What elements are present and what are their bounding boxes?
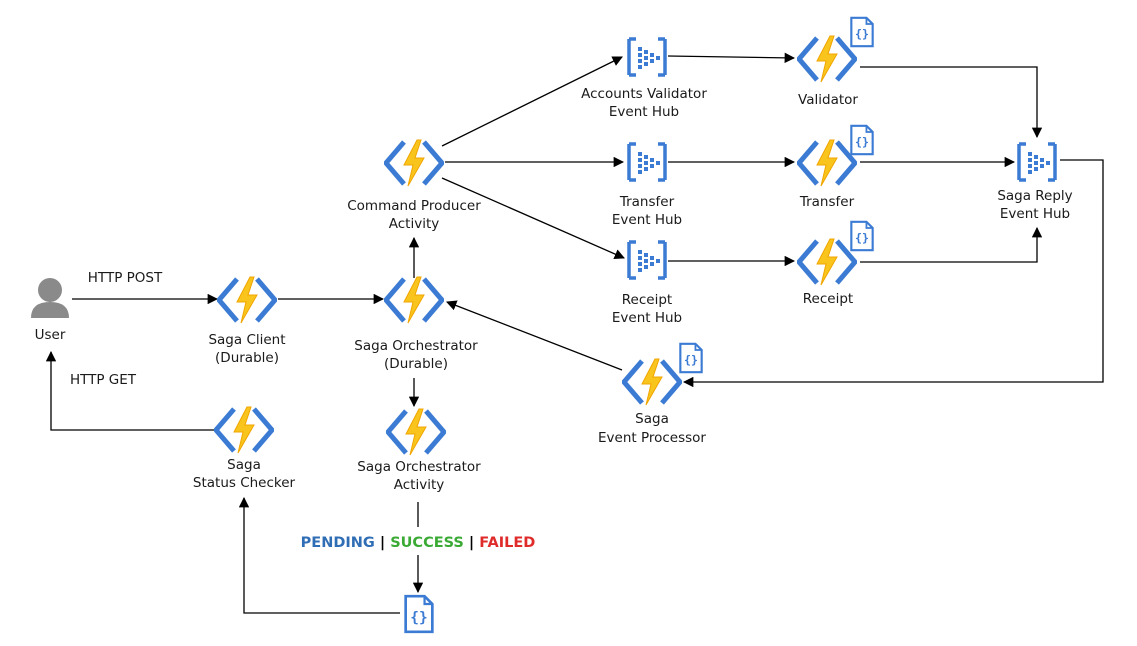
event-hub-icon xyxy=(627,240,667,280)
command-producer-label-line2: Activity xyxy=(389,216,440,232)
orchestrator-activity-label-line1: Saga Orchestrator xyxy=(357,459,481,475)
accounts-validator-hub-label-line1: Accounts Validator xyxy=(581,86,707,102)
azure-function-icon xyxy=(799,140,855,186)
http-post-label: HTTP POST xyxy=(88,270,163,286)
orchestrator-activity-label-line2: Activity xyxy=(394,477,445,493)
event-processor-node: Saga Event Processor xyxy=(598,342,706,446)
event-processor-label-line1: Saga xyxy=(635,411,669,427)
status-checker-label-line2: Status Checker xyxy=(193,475,296,491)
azure-function-icon xyxy=(386,140,442,186)
orchestrator-label-line2: (Durable) xyxy=(384,356,448,372)
edge-event-processor-to-orchestrator xyxy=(446,300,623,371)
edge-receipt-to-reply-hub xyxy=(860,226,1043,263)
saga-client-node: Saga Client (Durable) xyxy=(208,277,286,366)
validator-node: Validator xyxy=(798,16,874,108)
status-legend: PENDING | SUCCESS | FAILED xyxy=(301,535,536,551)
status-separator: | xyxy=(469,535,479,551)
status-separator: | xyxy=(380,535,390,551)
saga-reply-hub-label-line1: Saga Reply xyxy=(997,188,1072,204)
json-document-icon xyxy=(850,124,874,156)
command-producer-label-line1: Command Producer xyxy=(347,198,481,214)
transfer-node: Transfer xyxy=(799,124,874,210)
orchestrator-activity-node: Saga Orchestrator Activity xyxy=(357,409,481,493)
command-producer-node: Command Producer Activity xyxy=(347,140,481,232)
saga-reply-hub-label-line2: Event Hub xyxy=(1000,206,1070,222)
edge-validator-to-reply-hub xyxy=(860,66,1043,139)
edge-producer-to-validator-hub xyxy=(441,56,623,147)
receipt-hub-label-line2: Event Hub xyxy=(612,310,682,326)
transfer-label: Transfer xyxy=(799,194,855,210)
status-failed: FAILED xyxy=(479,535,535,551)
event-hub-icon xyxy=(627,37,667,77)
azure-function-icon xyxy=(799,239,855,285)
azure-function-icon xyxy=(799,36,855,82)
saga-client-label-line1: Saga Client xyxy=(208,332,285,348)
edge-validator-hub-to-validator xyxy=(667,52,796,64)
status-success: SUCCESS xyxy=(390,535,464,551)
event-hub-icon xyxy=(627,142,667,182)
json-document-icon xyxy=(679,342,703,374)
transfer-hub-node: Transfer Event Hub xyxy=(612,142,682,228)
json-document-icon xyxy=(850,220,874,252)
receipt-hub-label-line1: Receipt xyxy=(622,292,672,308)
edges xyxy=(45,52,1104,614)
http-get-label: HTTP GET xyxy=(70,372,137,388)
json-document-icon xyxy=(850,16,874,48)
user-node: User xyxy=(31,278,69,343)
edge-reply-hub-to-event-processor xyxy=(682,159,1104,388)
azure-function-icon xyxy=(386,277,442,323)
user-label: User xyxy=(35,327,66,343)
saga-client-label-line2: (Durable) xyxy=(215,350,279,366)
edge-document-to-status-checker xyxy=(238,496,400,614)
status-pending: PENDING xyxy=(301,535,375,551)
user-icon xyxy=(31,278,69,318)
azure-function-icon xyxy=(624,359,680,405)
azure-function-icon xyxy=(388,409,444,455)
json-document-icon xyxy=(404,594,434,634)
azure-function-icon xyxy=(219,277,275,323)
saga-reply-hub-node: Saga Reply Event Hub xyxy=(997,142,1073,222)
event-processor-label-line2: Event Processor xyxy=(598,430,706,446)
transfer-hub-label-line1: Transfer xyxy=(619,194,675,210)
status-checker-label-line1: Saga xyxy=(227,457,261,473)
validator-label: Validator xyxy=(798,92,858,108)
event-hub-icon xyxy=(1017,142,1057,182)
edge-producer-to-receipt-hub xyxy=(441,177,625,259)
receipt-hub-node: Receipt Event Hub xyxy=(612,240,682,326)
orchestrator-node: Saga Orchestrator (Durable) xyxy=(354,277,478,372)
accounts-validator-hub-label-line2: Event Hub xyxy=(609,104,679,120)
receipt-label: Receipt xyxy=(803,291,853,307)
status-checker-node: Saga Status Checker xyxy=(193,407,296,491)
azure-function-icon xyxy=(216,407,272,453)
accounts-validator-hub-node: Accounts Validator Event Hub xyxy=(581,37,707,120)
orchestrator-label-line1: Saga Orchestrator xyxy=(354,338,478,354)
edge-status-checker-to-user xyxy=(45,350,214,431)
transfer-hub-label-line2: Event Hub xyxy=(612,212,682,228)
receipt-node: Receipt xyxy=(799,220,874,307)
